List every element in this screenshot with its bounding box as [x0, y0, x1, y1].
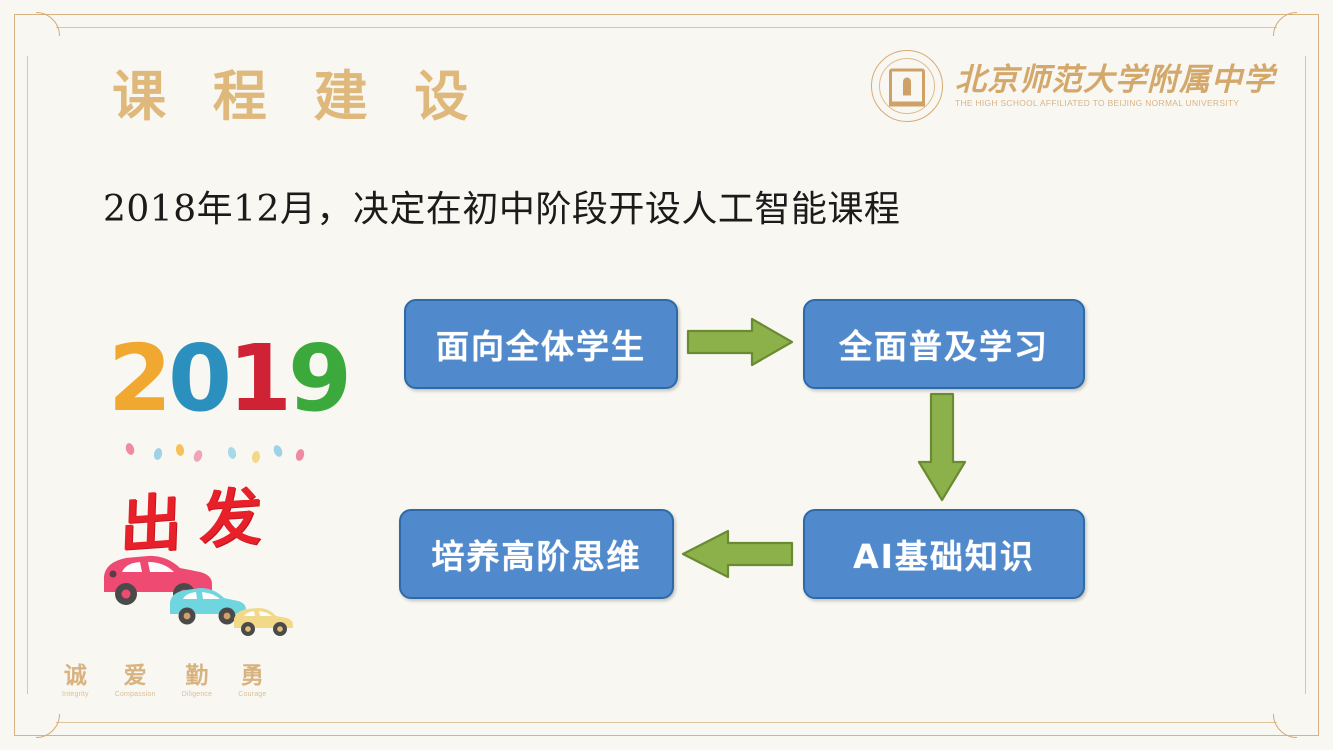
arrow-right-icon — [686, 317, 794, 367]
school-logo: 北京师范大学附属中学 THE HIGH SCHOOL AFFILIATED TO… — [871, 50, 1275, 122]
motto-item: 爱 Compassion — [114, 663, 156, 699]
arrow-down-icon — [917, 392, 967, 502]
flow-node-mianxiang-quanti-xuesheng[interactable]: 面向全体学生 — [404, 299, 678, 389]
cyan-car — [170, 588, 246, 625]
digit-2: 2 — [108, 325, 172, 432]
school-seal-icon — [871, 50, 943, 122]
digit-9: 9 — [288, 325, 352, 432]
page-title: 课 程 建 设 — [112, 65, 483, 128]
flow-node-label: 面向全体学生 — [436, 327, 646, 366]
motto-char: 勤 — [185, 663, 209, 689]
motto-en-label: Courage — [238, 691, 267, 698]
pink-car — [104, 555, 212, 605]
motto-item: 勤 Diligence — [181, 663, 213, 699]
confetti-drops-icon — [125, 443, 305, 463]
motto-en-label: Diligence — [181, 691, 213, 698]
flow-node-label: 全面普及学习 — [839, 327, 1049, 366]
motto-char: 爱 — [123, 663, 147, 689]
motto-en-label: Integrity — [62, 691, 89, 698]
digit-0: 0 — [168, 325, 232, 432]
school-motto: 诚 Integrity 爱 Compassion 勤 Diligence 勇 C… — [62, 663, 267, 699]
motto-char: 勇 — [240, 663, 264, 689]
cartoon-cars-icon — [104, 555, 293, 636]
statement-text: 2018年12月，决定在初中阶段开设人工智能课程 — [103, 189, 901, 230]
motto-item: 勇 Courage — [238, 663, 267, 699]
flow-node-label: 培养高阶思维 — [431, 537, 642, 576]
motto-item: 诚 Integrity — [62, 663, 89, 699]
motto-char: 诚 — [63, 663, 87, 689]
digit-1: 1 — [228, 325, 292, 432]
chufa-artwork: 出发 — [104, 470, 340, 640]
flow-node-label: AI基础知识 — [853, 537, 1035, 576]
school-name-cn: 北京师范大学附属中学 — [955, 61, 1275, 98]
school-name-en: THE HIGH SCHOOL AFFILIATED TO BEIJING NO… — [955, 97, 1240, 108]
yellow-car — [234, 608, 293, 636]
year-2019-digits: 2019 — [108, 333, 352, 425]
flow-node-peiyang-gaojie-siwei[interactable]: 培养高阶思维 — [399, 509, 674, 599]
arrow-left-icon — [681, 529, 794, 579]
year-2019-artwork: 2019 — [108, 333, 352, 443]
motto-en-label: Compassion — [114, 691, 156, 698]
flow-node-quanmian-puji-xuexi[interactable]: 全面普及学习 — [803, 299, 1085, 389]
flow-node-ai-jichu-zhishi[interactable]: AI基础知识 — [803, 509, 1085, 599]
